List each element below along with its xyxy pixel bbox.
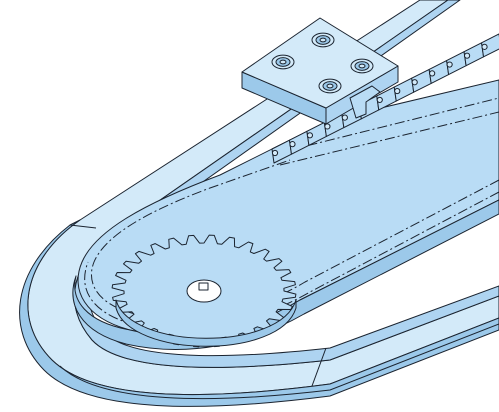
chain-link (481, 33, 499, 58)
plate-top-face (241, 17, 399, 109)
mounting-hole (358, 63, 366, 69)
chain-pin (324, 123, 331, 130)
chain-pin (429, 70, 436, 77)
mounting-hole (326, 83, 334, 89)
chain-pin (376, 96, 383, 104)
chain-pin (289, 141, 296, 148)
roller-chain (271, 33, 499, 164)
rail-seam (311, 347, 327, 387)
chain-pin (306, 132, 314, 139)
sprocket (111, 234, 297, 348)
mounting-hole (319, 37, 327, 43)
chain-pin (446, 61, 453, 68)
chain-pin (341, 114, 348, 121)
rail-seam (69, 224, 97, 229)
chain-pin (271, 149, 279, 157)
chain-pin (411, 79, 418, 86)
chain-pin (463, 52, 471, 59)
attachment-plate (241, 17, 399, 125)
rail-outer-wall (19, 219, 499, 407)
chain-guide-outline (90, 97, 499, 320)
chain-pin (481, 43, 488, 50)
sprocket-keyway (198, 282, 209, 291)
sprocket-side (115, 299, 297, 347)
sprocket-hub-bore (186, 279, 222, 303)
chain-pin (394, 87, 401, 95)
rail-edge-line (59, 323, 499, 400)
mounting-hole (279, 59, 287, 65)
plate-clip (349, 85, 381, 119)
